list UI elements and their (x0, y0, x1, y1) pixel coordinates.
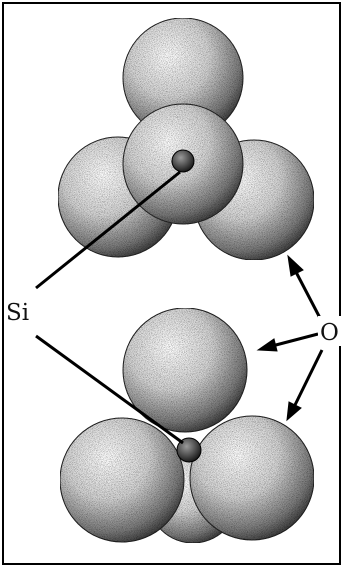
o-arrow-middle-head (256, 338, 278, 352)
o-arrow-lower-head (286, 401, 302, 422)
silicon-atom-top (171, 149, 195, 173)
silicon-atom-bottom (176, 437, 202, 463)
o-arrow-upper (294, 271, 322, 319)
si-label-backdrop (4, 297, 36, 327)
oxygen-atom-bottom-right (189, 415, 315, 541)
oxygen-atom-bottom-left (59, 417, 185, 543)
o-arrow-lower (293, 349, 324, 406)
silicon-label: Si (6, 300, 29, 326)
tetrahedron-bottom (59, 307, 315, 544)
o-arrow-middle (271, 332, 319, 348)
oxygen-atom-bottom-top (122, 307, 248, 433)
oxygen-label: O (320, 320, 339, 346)
tetrahedron-top (57, 17, 315, 261)
si-pointer-bottom (35, 334, 184, 445)
figure-frame (2, 2, 341, 565)
o-arrow-upper-head (287, 254, 304, 277)
o-arrows (256, 254, 324, 422)
o-label-backdrop (318, 316, 342, 346)
si-pointer-top (35, 170, 181, 290)
